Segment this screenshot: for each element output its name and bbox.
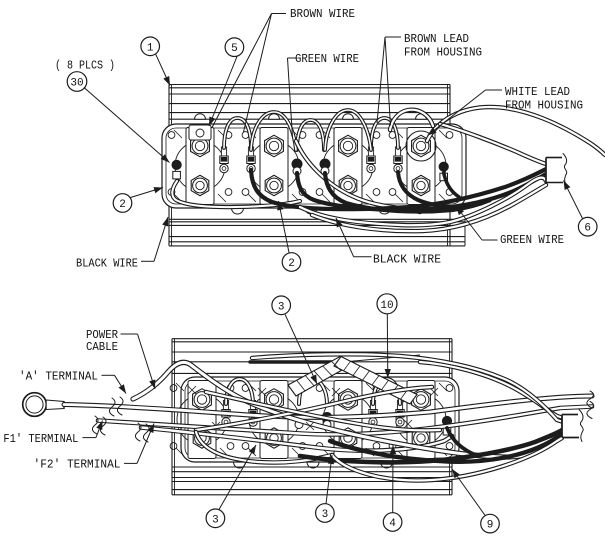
svg-text:9: 9 (487, 520, 494, 532)
svg-text:'F2' TERMINAL: 'F2' TERMINAL (34, 458, 121, 472)
svg-text:4: 4 (389, 518, 396, 530)
svg-text:3: 3 (322, 509, 329, 521)
svg-text:1: 1 (147, 42, 154, 54)
svg-text:BLACK WIRE: BLACK WIRE (373, 253, 441, 267)
svg-text:FROM HOUSING: FROM HOUSING (505, 99, 583, 113)
svg-text:30: 30 (70, 78, 83, 90)
svg-text:5: 5 (231, 43, 238, 55)
svg-text:BROWN WIRE: BROWN WIRE (290, 7, 355, 21)
svg-text:BLACK WIRE: BLACK WIRE (76, 256, 138, 270)
svg-text:3: 3 (212, 514, 219, 526)
svg-text:GREEN WIRE: GREEN WIRE (500, 233, 564, 247)
svg-text:6: 6 (584, 223, 591, 235)
svg-text:BROWN LEAD: BROWN LEAD (404, 32, 469, 46)
svg-text:GREEN WIRE: GREEN WIRE (295, 52, 359, 66)
svg-text:CABLE: CABLE (86, 340, 118, 354)
svg-text:'A' TERMINAL: 'A' TERMINAL (19, 370, 98, 384)
svg-text:( 8 PLCS ): ( 8 PLCS ) (55, 59, 115, 73)
svg-text:2: 2 (288, 258, 295, 270)
svg-text:10: 10 (380, 300, 393, 312)
svg-text:3: 3 (278, 301, 285, 313)
svg-text:2: 2 (119, 199, 126, 211)
svg-text:FROM HOUSING: FROM HOUSING (404, 45, 482, 59)
svg-text:POWER: POWER (86, 328, 119, 342)
svg-text:F1' TERMINAL: F1' TERMINAL (3, 432, 78, 446)
svg-text:WHITE LEAD: WHITE LEAD (505, 85, 570, 99)
